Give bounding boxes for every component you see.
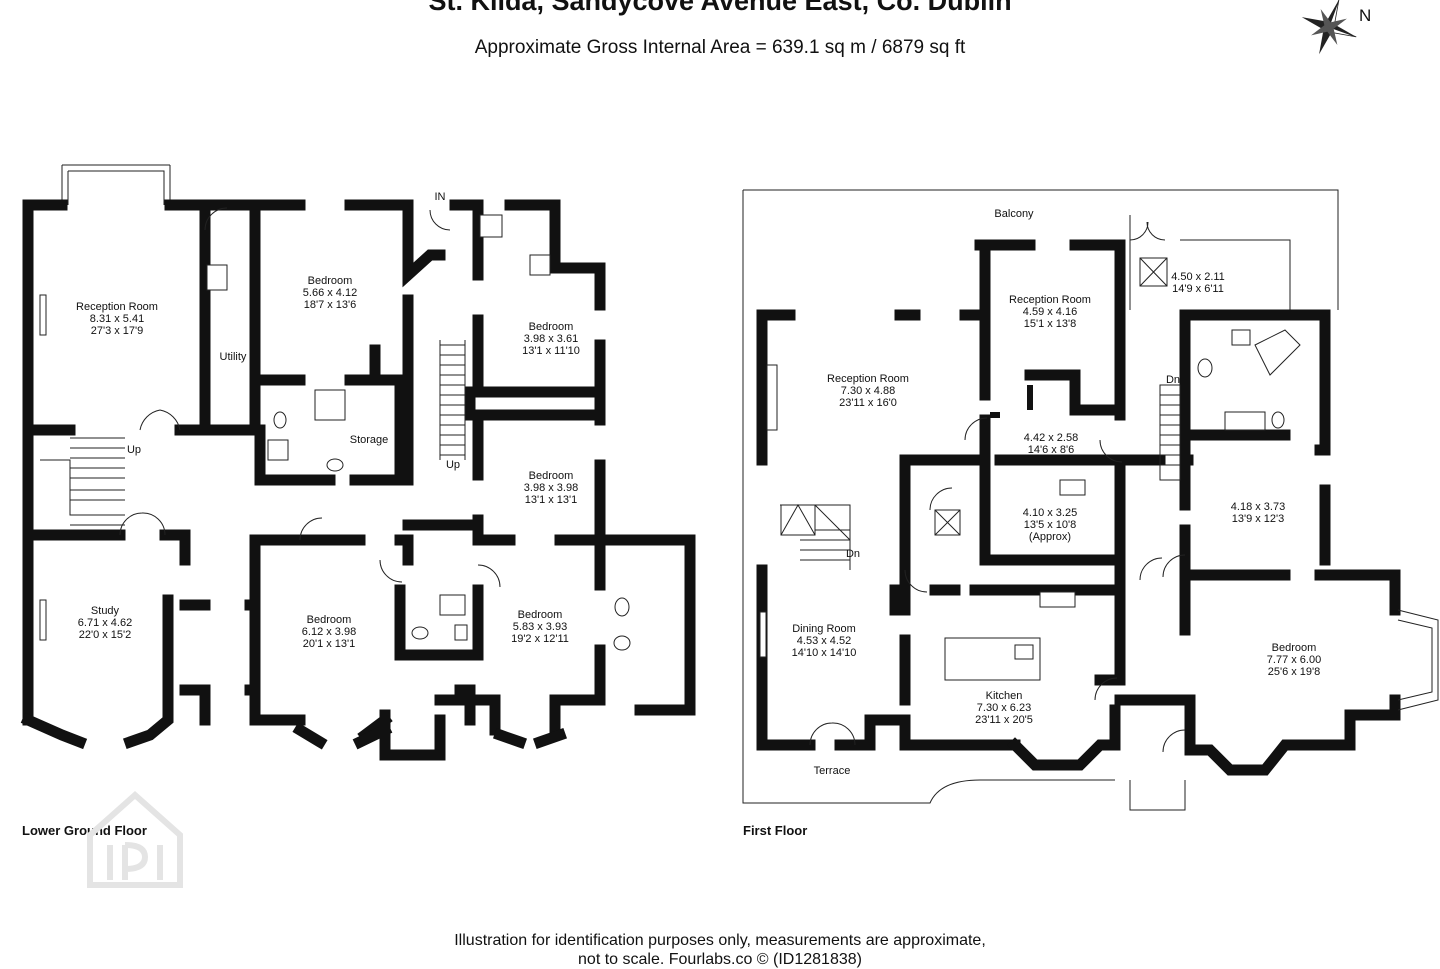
first-floor-label: First Floor [743,823,807,838]
ff-room-a-imperial: 14'9 x 6'11 [1172,283,1224,295]
lower-ground-floor-label: Lower Ground Floor [22,823,147,838]
ff-bedroom-metric: 7.77 x 6.00 [1267,654,1321,666]
gross-area-text: Approximate Gross Internal Area = 639.1 … [474,37,966,58]
compass-icon [1301,0,1357,55]
lg-bedroom2-metric: 3.98 x 3.61 [524,333,578,345]
plan-title: St. Kilda, Sandycove Avenue East, Co. Du… [428,0,1012,16]
ff-kitchen-metric: 7.30 x 6.23 [977,702,1031,714]
disclaimer-line-1: Illustration for identification purposes… [454,932,986,949]
lg-bedroom1-metric: 5.66 x 4.12 [303,287,357,299]
lg-bedroom5-imperial: 19'2 x 12'11 [511,633,569,645]
disclaimer-line-2: not to scale. Fourlabs.co © (ID1281838) [578,951,862,968]
lg-bedroom4-name: Bedroom [307,614,352,626]
lg-reception-imperial: 27'3 x 17'9 [91,325,144,337]
lg-study-name: Study [91,605,120,617]
ff-terrace-label: Terrace [814,765,851,777]
lg-bedroom3-metric: 3.98 x 3.98 [524,482,578,494]
lg-bedroom3-name: Bedroom [529,470,574,482]
ff-landing-metric: 4.42 x 2.58 [1024,432,1078,444]
lg-study-metric: 6.71 x 4.62 [78,617,132,629]
ff-dn-label-1: Dn [846,548,860,560]
ff-room-c-imperial: 13'9 x 12'3 [1232,513,1285,525]
ff-dining-name: Dining Room [792,623,856,635]
lg-up-label-1: Up [127,444,141,456]
ff-reception2-name: Reception Room [1009,294,1091,306]
ff-reception2-metric: 4.59 x 4.16 [1023,306,1077,318]
ff-bedroom-name: Bedroom [1272,642,1317,654]
lg-bedroom1-imperial: 18'7 x 13'6 [304,299,357,311]
lg-utility-label: Utility [220,351,247,363]
ff-reception1-name: Reception Room [827,373,909,385]
first-floor-plan [742,189,1439,811]
lg-up-label-2: Up [446,459,460,471]
ff-dn-label-2: Dn [1166,374,1180,386]
ff-dining-metric: 4.53 x 4.52 [797,635,851,647]
ff-landing-imperial: 14'6 x 8'6 [1028,444,1074,456]
lg-bedroom5-name: Bedroom [518,609,563,621]
entrance-label: IN [435,191,446,203]
lg-storage-label: Storage [350,434,389,446]
lg-reception-name: Reception Room [76,301,158,313]
ff-kitchen-name: Kitchen [986,690,1023,702]
lg-study-imperial: 22'0 x 15'2 [79,629,132,641]
ff-balcony-label: Balcony [994,208,1034,220]
ff-room-c-metric: 4.18 x 3.73 [1231,501,1285,513]
ff-kitchen-imperial: 23'11 x 20'5 [975,714,1033,726]
ff-room-b-imperial: 13'5 x 10'8 [1024,519,1077,531]
ff-room-a-metric: 4.50 x 2.11 [1171,271,1225,283]
lg-bedroom2-name: Bedroom [529,321,574,333]
ff-reception1-metric: 7.30 x 4.88 [841,385,895,397]
watermark-logo-icon [87,790,183,888]
north-label: N [1359,6,1372,25]
ff-dining-imperial: 14'10 x 14'10 [792,647,857,659]
lg-bedroom1-name: Bedroom [308,275,353,287]
lg-bedroom5-metric: 5.83 x 3.93 [513,621,567,633]
ff-reception2-imperial: 15'1 x 13'8 [1024,318,1077,330]
lower-ground-floor-plan [20,164,696,761]
lg-bedroom4-metric: 6.12 x 3.98 [302,626,356,638]
ff-bedroom-imperial: 25'6 x 19'8 [1268,666,1321,678]
lg-bedroom3-imperial: 13'1 x 13'1 [525,494,578,506]
lg-reception-metric: 8.31 x 5.41 [90,313,144,325]
lg-bedroom4-imperial: 20'1 x 13'1 [303,638,356,650]
ff-room-b-metric: 4.10 x 3.25 [1023,507,1077,519]
ff-room-b-note: (Approx) [1029,531,1071,543]
ff-reception1-imperial: 23'11 x 16'0 [839,397,897,409]
lg-bedroom2-imperial: 13'1 x 11'10 [522,345,580,357]
